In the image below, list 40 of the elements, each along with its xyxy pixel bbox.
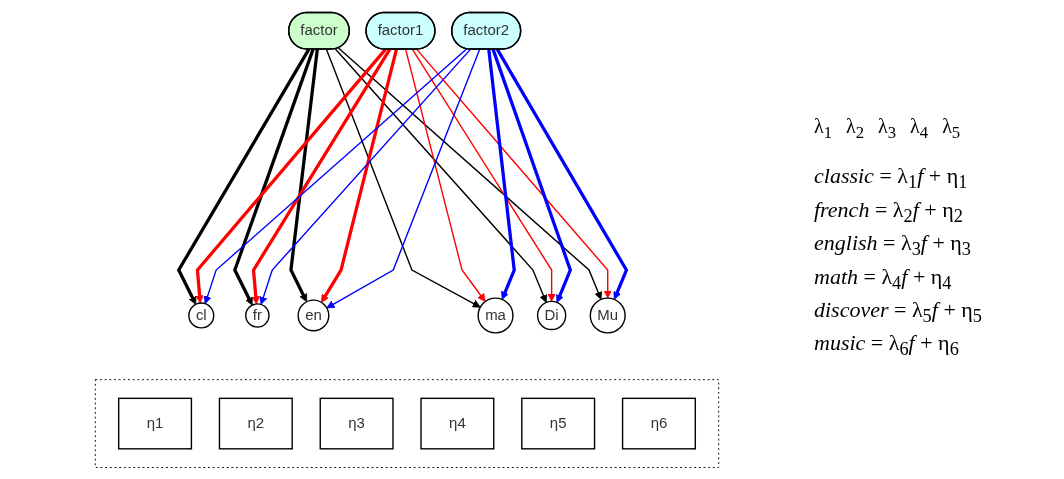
node-box: η4: [420, 397, 495, 449]
arrow: [404, 48, 486, 302]
loading-symbol: λ$_{3}$: [878, 115, 897, 144]
equation: english = λ$_{3}$f + η$_{3}$: [814, 230, 973, 261]
node-box: η6: [621, 397, 696, 449]
loading-symbol: λ$_{4}$: [910, 115, 929, 144]
node-circle: fr: [245, 302, 270, 328]
arrow: [487, 48, 516, 300]
arrow: [251, 48, 392, 304]
arrow: [337, 46, 603, 300]
arrow: [233, 48, 315, 305]
loading-symbol: λ$_{1}$: [814, 115, 833, 144]
arrow: [491, 48, 573, 303]
node-circle: Mu: [589, 296, 626, 334]
node-box: η3: [319, 397, 394, 449]
arrow: [495, 48, 629, 300]
arrow: [321, 48, 399, 303]
node-circle: Di: [536, 300, 567, 330]
equation: math = λ$_{4}$f + η$_{4}$: [814, 263, 953, 294]
equation: music = λ$_{6}$f + η$_{6}$: [814, 330, 960, 361]
node-box: η1: [118, 397, 193, 449]
arrow: [195, 47, 387, 303]
node-circle: en: [297, 298, 330, 331]
cluster: [94, 378, 720, 468]
arrow: [334, 47, 548, 303]
arrow: [203, 47, 468, 304]
arrow: [289, 48, 319, 302]
node-circle: ma: [477, 296, 514, 334]
node-circle: cl: [188, 301, 215, 329]
loading-symbol: λ$_{5}$: [942, 115, 961, 144]
node-box: η2: [218, 397, 293, 449]
arrow: [176, 48, 311, 305]
equation: french = λ$_{2}$f + η$_{2}$: [814, 196, 964, 228]
arrow: [411, 48, 556, 302]
equation: discover = λ$_{5}$f + η$_{5}$: [814, 296, 983, 328]
node-box: η5: [521, 397, 596, 449]
loading-symbol: λ$_{2}$: [846, 115, 865, 144]
arrow: [416, 48, 612, 298]
equation: classic = λ$_{1}$f + η$_{1}$: [814, 163, 969, 194]
arrow: [259, 48, 472, 305]
